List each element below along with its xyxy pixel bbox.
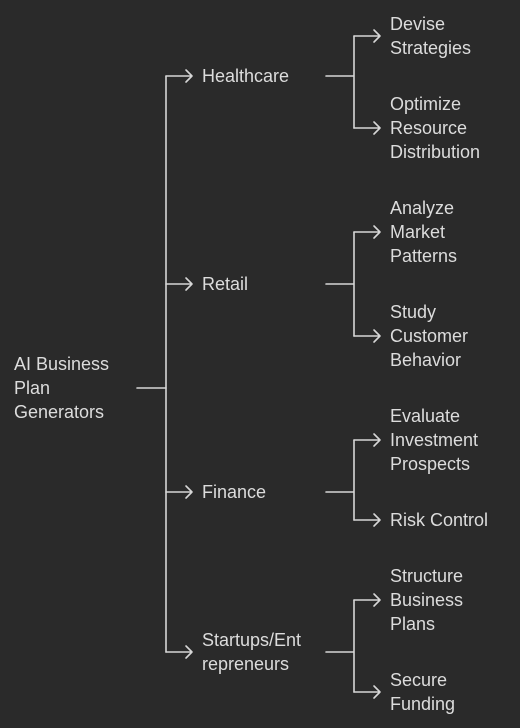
leaf-arrow-risk-control: [353, 513, 381, 527]
leaf-arrow-secure-funding: [353, 685, 381, 699]
leaf-node-secure-funding: Secure Funding: [390, 670, 456, 714]
leaf-node-optimize-resource-distribution: Optimize Resource Distribution: [390, 94, 481, 162]
branch-arrow-healthcare: [165, 69, 193, 83]
branch-connector-finance: [325, 439, 355, 521]
branch-node-startups: Startups/Ent repreneurs: [202, 630, 302, 674]
branch-connector-startups: [325, 599, 355, 693]
branch-arrow-retail: [165, 277, 193, 291]
leaf-arrow-study-customer: [353, 329, 381, 343]
branch-connector-healthcare: [325, 35, 355, 129]
leaf-node-study-customer-behavior: Study Customer Behavior: [390, 302, 469, 370]
branch-arrow-finance: [165, 485, 193, 499]
branch-arrow-startups: [165, 645, 193, 659]
leaf-node-risk-control: Risk Control: [390, 510, 489, 530]
leaf-node-analyze-market-patterns: Analyze Market Patterns: [390, 198, 458, 266]
leaf-arrow-devise-strategies: [353, 29, 381, 43]
root-node-label: AI Business Plan Generators: [14, 354, 110, 422]
leaf-arrow-optimize-resource: [353, 121, 381, 135]
leaf-node-evaluate-investment-prospects: Evaluate Investment Prospects: [390, 406, 479, 474]
leaf-arrow-evaluate-investment: [353, 433, 381, 447]
leaf-arrow-structure-business: [353, 593, 381, 607]
branch-node-retail: Retail: [202, 274, 249, 294]
leaf-node-devise-strategies: Devise Strategies: [390, 14, 472, 58]
branch-node-finance: Finance: [202, 482, 267, 502]
leaf-node-structure-business-plans: Structure Business Plans: [390, 566, 464, 634]
branch-connector-retail: [325, 231, 355, 337]
leaf-arrow-analyze-market: [353, 225, 381, 239]
branch-node-healthcare: Healthcare: [202, 66, 290, 86]
